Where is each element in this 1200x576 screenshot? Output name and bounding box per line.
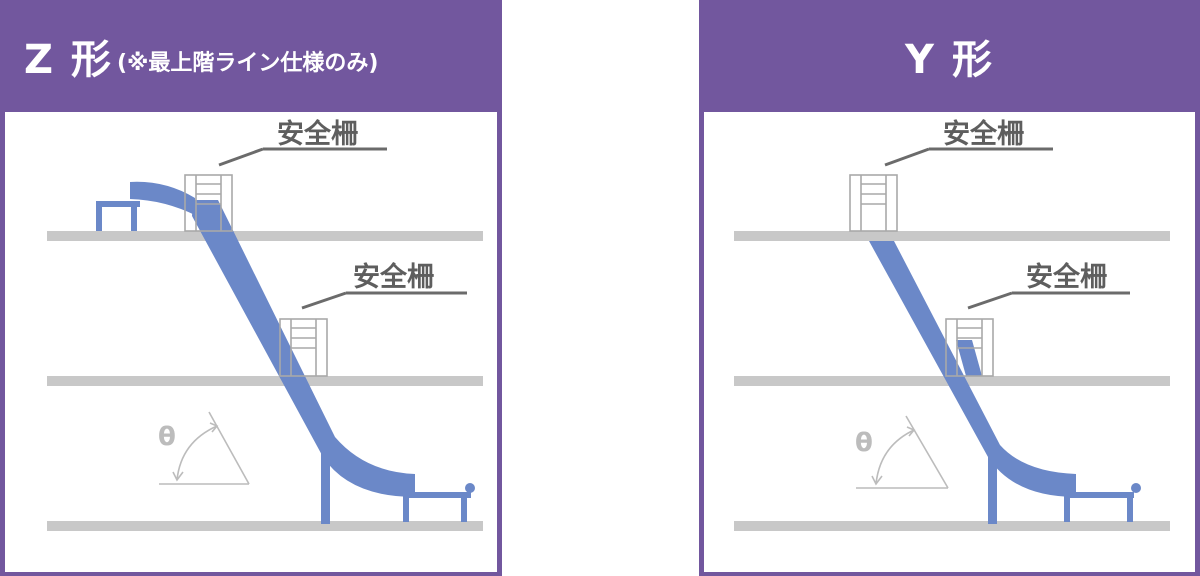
chute-descent xyxy=(192,200,415,497)
runout-table xyxy=(403,483,475,522)
z-type-diagram-area: 安全柵 安全柵 θ xyxy=(5,112,497,572)
leader-line-middle xyxy=(967,291,1130,310)
safety-guard-middle xyxy=(279,318,328,377)
leader-line-top xyxy=(884,147,1053,167)
leader-line-middle xyxy=(301,291,467,310)
safety-guard-top xyxy=(849,174,898,232)
y-type-title: Y 形 xyxy=(905,37,994,83)
y-type-diagram: 安全柵 安全柵 θ xyxy=(734,118,1170,531)
z-type-panel: Z 形 (※最上階ライン仕様のみ) xyxy=(0,0,502,576)
safety-guard-top xyxy=(184,174,233,232)
chute-support-post xyxy=(321,448,330,524)
floor-bottom xyxy=(47,521,483,531)
angle-symbol: θ xyxy=(158,422,176,452)
guard-label-middle: 安全柵 xyxy=(353,261,434,293)
z-type-title: Z 形 xyxy=(24,37,113,83)
leader-line-top xyxy=(218,147,387,167)
z-type-note: (※最上階ライン仕様のみ) xyxy=(116,51,379,76)
floor-top xyxy=(734,231,1170,241)
angle-indicator xyxy=(856,415,949,489)
angle-symbol: θ xyxy=(855,428,873,458)
safety-guard-middle xyxy=(945,318,994,377)
entry-platform xyxy=(96,201,140,231)
chute-descent xyxy=(869,241,1076,497)
floor-bottom xyxy=(734,521,1170,531)
floor-top xyxy=(47,231,483,241)
guard-label-middle: 安全柵 xyxy=(1026,261,1107,293)
chute-middle-segment xyxy=(956,340,982,376)
runout-table xyxy=(1064,483,1141,522)
chute-support-post xyxy=(988,448,997,524)
angle-indicator xyxy=(159,411,250,485)
z-type-header: Z 形 (※最上階ライン仕様のみ) xyxy=(0,0,502,112)
floor-middle xyxy=(47,376,483,386)
y-type-header: Y 形 xyxy=(699,0,1200,112)
guard-label-top: 安全柵 xyxy=(943,118,1024,150)
guard-label-top: 安全柵 xyxy=(277,118,358,150)
y-type-panel: Y 形 xyxy=(699,0,1200,576)
y-type-diagram-area: 安全柵 安全柵 θ xyxy=(704,112,1195,572)
z-type-diagram: 安全柵 安全柵 θ xyxy=(47,118,483,531)
entry-hood xyxy=(130,181,197,216)
